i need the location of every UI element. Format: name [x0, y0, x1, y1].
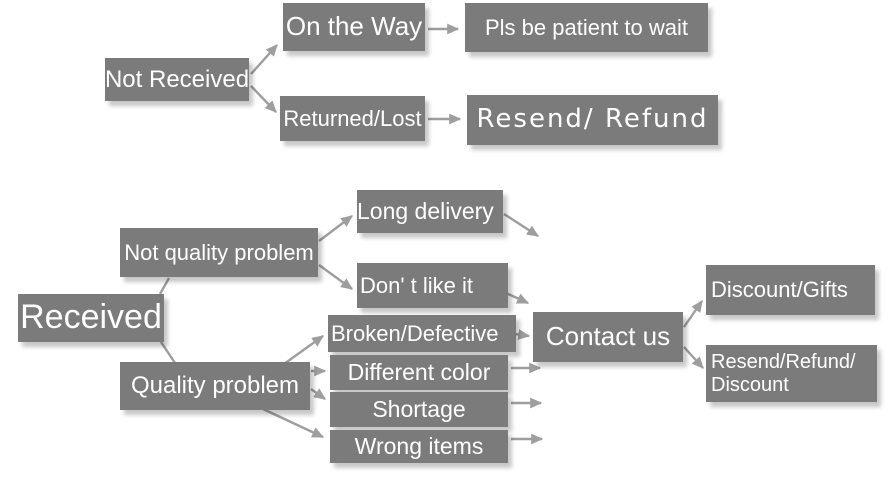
- node-quality-problem: Quality problem: [120, 362, 310, 410]
- arrow-dont-like-it-to-contact-us: [505, 291, 530, 305]
- node-broken-defective: Broken/Defective: [328, 315, 516, 352]
- node-returned-lost: Returned/Lost: [280, 96, 425, 141]
- arrow-contact-us-to-resend-refund-discount: [683, 346, 704, 369]
- line-received-to-not-quality-problem: [158, 277, 171, 295]
- arrow-not-quality-to-long-delivery: [318, 215, 353, 242]
- node-wrong-items: Wrong items: [330, 430, 508, 463]
- arrow-not-received-to-returned-lost: [250, 85, 277, 113]
- node-long-delivery: Long delivery: [357, 190, 503, 233]
- node-different-color: Different color: [330, 355, 508, 390]
- node-not-quality-problem: Not quality problem: [120, 228, 318, 277]
- line-received-to-quality-problem: [160, 341, 176, 364]
- node-resend-refund-discount: Resend/Refund/ Discount: [706, 345, 877, 402]
- node-pls-be-patient-to-wait: Pls be patient to wait: [465, 3, 708, 52]
- arrow-quality-to-broken-defective: [283, 335, 324, 365]
- arrow-contact-us-to-discount-gifts: [683, 300, 703, 328]
- node-resend-refund-discount-line2: Discount: [711, 373, 789, 396]
- arrow-broken-defective-to-contact-us: [514, 329, 531, 340]
- node-contact-us: Contact us: [533, 312, 683, 362]
- arrow-not-quality-to-dont-like-it: [318, 264, 353, 290]
- node-discount-gifts: Discount/Gifts: [706, 265, 875, 315]
- node-received: Received: [18, 294, 164, 342]
- node-resend-refund-discount-line1: Resend/Refund/: [711, 350, 856, 373]
- node-dont-like-it: Don' t like it: [357, 263, 508, 308]
- arrow-not-received-to-on-the-way: [250, 44, 278, 75]
- node-resend-refund: Resend/ Refund: [467, 95, 718, 145]
- arrow-long-delivery-to-contact-us: [503, 212, 540, 238]
- node-shortage: Shortage: [330, 392, 508, 427]
- node-on-the-way: On the Way: [283, 3, 425, 51]
- arrow-quality-to-shortage: [310, 388, 326, 400]
- node-not-received: Not Received: [105, 58, 249, 101]
- arrow-quality-to-wrong-items: [262, 407, 325, 439]
